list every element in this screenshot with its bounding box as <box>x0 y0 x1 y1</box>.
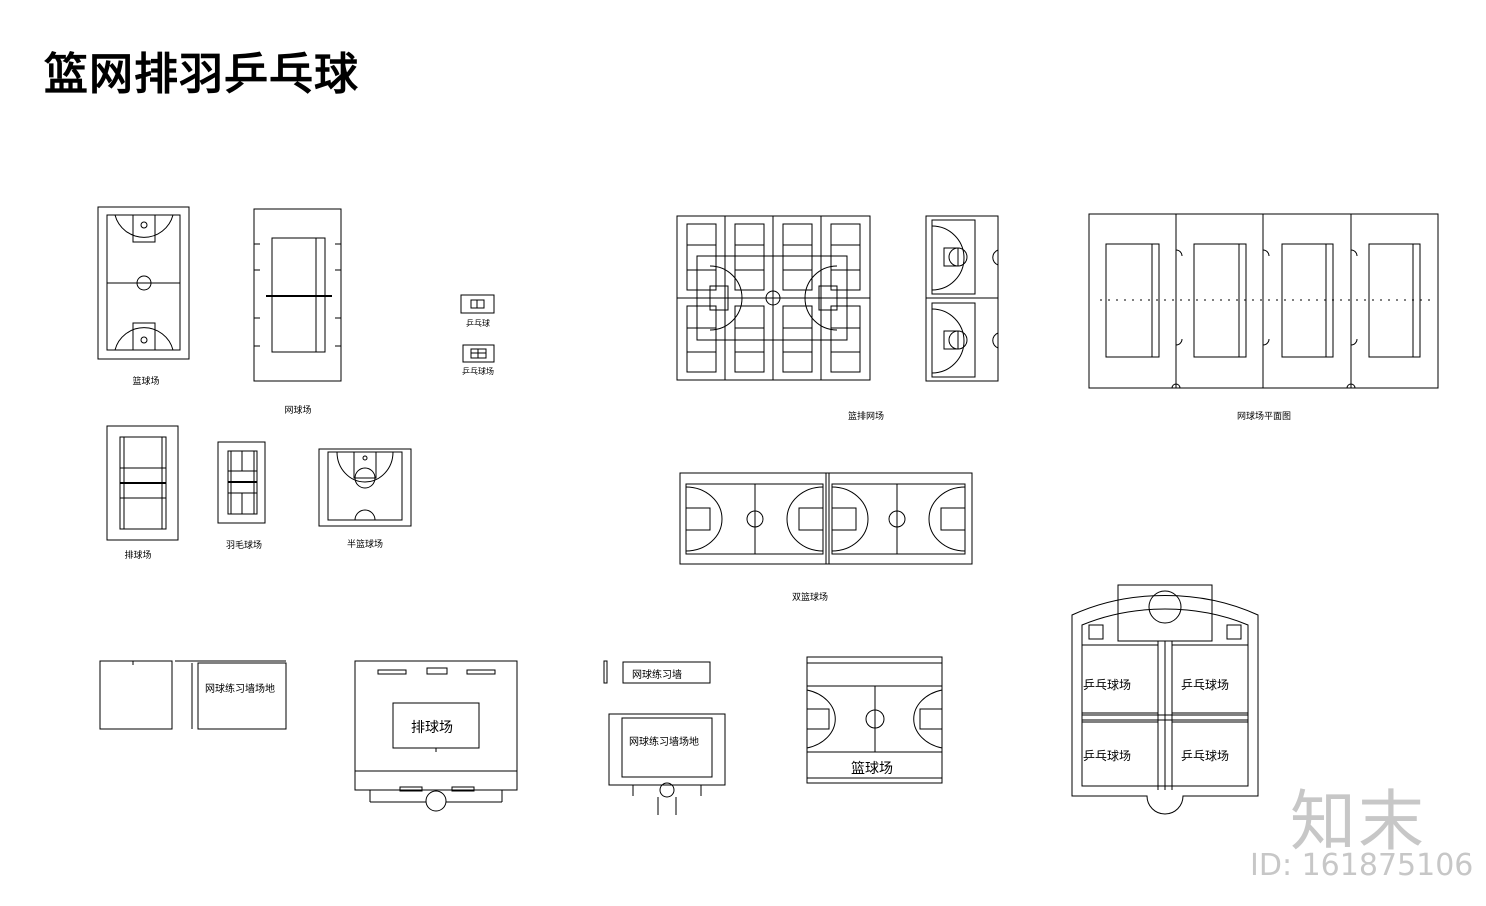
label-half-basketball: 半篮球场 <box>347 538 383 550</box>
label-tennis-training-a: 网球练习墙场地 <box>205 682 275 695</box>
sheet-title: 篮网排羽乒乓球 <box>44 49 359 100</box>
label-tennis-court: 网球场 <box>284 404 311 416</box>
tennis-courts-plan <box>1088 213 1439 389</box>
half-basketball-court-plan <box>318 448 412 527</box>
label-tennis-plan: 网球场平面图 <box>1237 410 1291 422</box>
tennis-wall-plan-b <box>603 660 711 684</box>
label-basketball-court: 篮球场 <box>132 375 159 387</box>
combined-courts-plan <box>676 215 871 381</box>
label-tennis-training-b: 网球练习墙 <box>632 668 682 681</box>
stacked-half-courts-plan <box>925 215 999 382</box>
watermark-logo: 知末 <box>1290 783 1426 860</box>
label-basketball-field: 篮球场 <box>851 761 893 777</box>
label-pingpong-hall-3: 乒乓球场 <box>1083 749 1131 763</box>
volleyball-court-plan <box>106 425 179 541</box>
label-tennis-training-c: 网球练习墙场地 <box>629 735 699 748</box>
label-pingpong-hall-2: 乒乓球场 <box>1181 678 1229 692</box>
label-pingpong-hall-1: 乒乓球场 <box>1083 678 1131 692</box>
label-volleyball-court: 排球场 <box>124 549 151 561</box>
label-combined-courts: 篮排网场 <box>848 410 884 422</box>
tennis-wall-plan-a <box>99 660 287 730</box>
double-basketball-court-plan <box>679 472 973 565</box>
label-double-basketball: 双篮球场 <box>792 591 828 603</box>
label-badminton-court: 羽毛球场 <box>226 539 262 551</box>
label-pingpong-hall-4: 乒乓球场 <box>1181 749 1229 763</box>
pingpong-table-plan <box>460 294 495 314</box>
basketball-field-plan <box>806 656 943 784</box>
pingpong-court-plan <box>462 344 495 363</box>
tennis-court-plan <box>253 208 342 382</box>
tennis-wall-plan-c <box>608 713 726 815</box>
pingpong-hall-plan <box>1071 584 1259 815</box>
badminton-court-plan <box>217 441 266 524</box>
label-pingpong-court: 乒乓球场 <box>462 366 494 376</box>
volleyball-field-plan <box>354 660 518 812</box>
label-pingpong-table: 乒乓球 <box>466 318 490 328</box>
basketball-court-plan <box>97 206 190 360</box>
label-volleyball-field: 排球场 <box>411 720 453 736</box>
watermark-id: ID: 161875106 <box>1250 848 1474 883</box>
